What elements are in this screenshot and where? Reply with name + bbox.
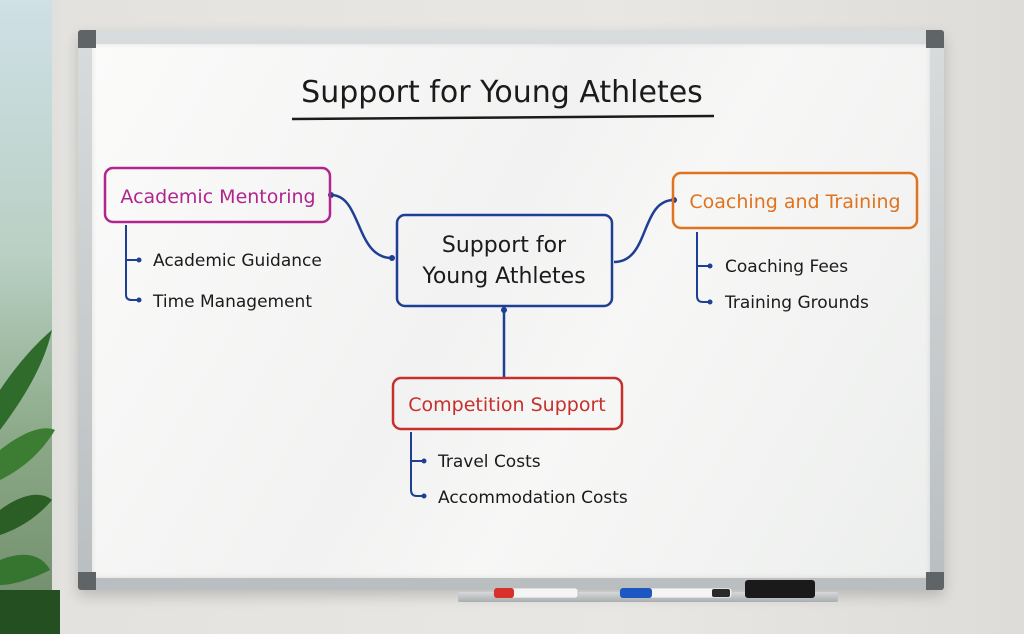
- diagram-title: Support for Young Athletes: [301, 75, 703, 110]
- academic-item: Time Management: [152, 292, 312, 312]
- center-node-box: [395, 213, 614, 308]
- competition-node-label: Competition Support: [408, 394, 605, 416]
- title-underline: [291, 114, 715, 121]
- connector-dot: [501, 307, 507, 313]
- academic-node-box: [103, 166, 332, 224]
- frame-corner: [926, 572, 944, 590]
- academic-bracket: [125, 225, 138, 301]
- plant-leaves: [0, 330, 60, 634]
- bullet-dot: [707, 263, 713, 269]
- competition-item: Accommodation Costs: [438, 488, 628, 508]
- bullet-dot: [707, 299, 713, 305]
- bullet-dot: [421, 458, 427, 464]
- bullet-dot: [421, 493, 427, 499]
- connector-dot: [389, 255, 395, 261]
- frame-corner: [78, 572, 96, 590]
- bullet-dot: [136, 297, 142, 303]
- frame-corner: [78, 30, 96, 48]
- competition-node-box: [391, 376, 624, 431]
- competition-item: Travel Costs: [437, 452, 541, 472]
- blue-marker[interactable]: [619, 587, 733, 599]
- frame-corner: [926, 30, 944, 48]
- connector-academic: [330, 193, 393, 260]
- connector-coaching: [613, 198, 675, 264]
- academic-node-label: Academic Mentoring: [120, 186, 315, 208]
- bullet-dot: [136, 257, 142, 263]
- whiteboard-surface: [92, 44, 930, 578]
- red-marker[interactable]: [493, 587, 579, 599]
- coaching-bracket: [696, 232, 709, 303]
- coaching-item: Coaching Fees: [725, 257, 848, 277]
- competition-bracket: [410, 432, 423, 497]
- eraser[interactable]: [745, 580, 815, 598]
- coaching-item: Training Grounds: [724, 293, 869, 313]
- center-node-line2: Young Athletes: [421, 264, 585, 289]
- coaching-node-label: Coaching and Training: [689, 191, 900, 213]
- academic-item: Academic Guidance: [153, 251, 322, 271]
- coaching-node-box: [671, 171, 919, 230]
- center-node-line1: Support for: [442, 233, 567, 258]
